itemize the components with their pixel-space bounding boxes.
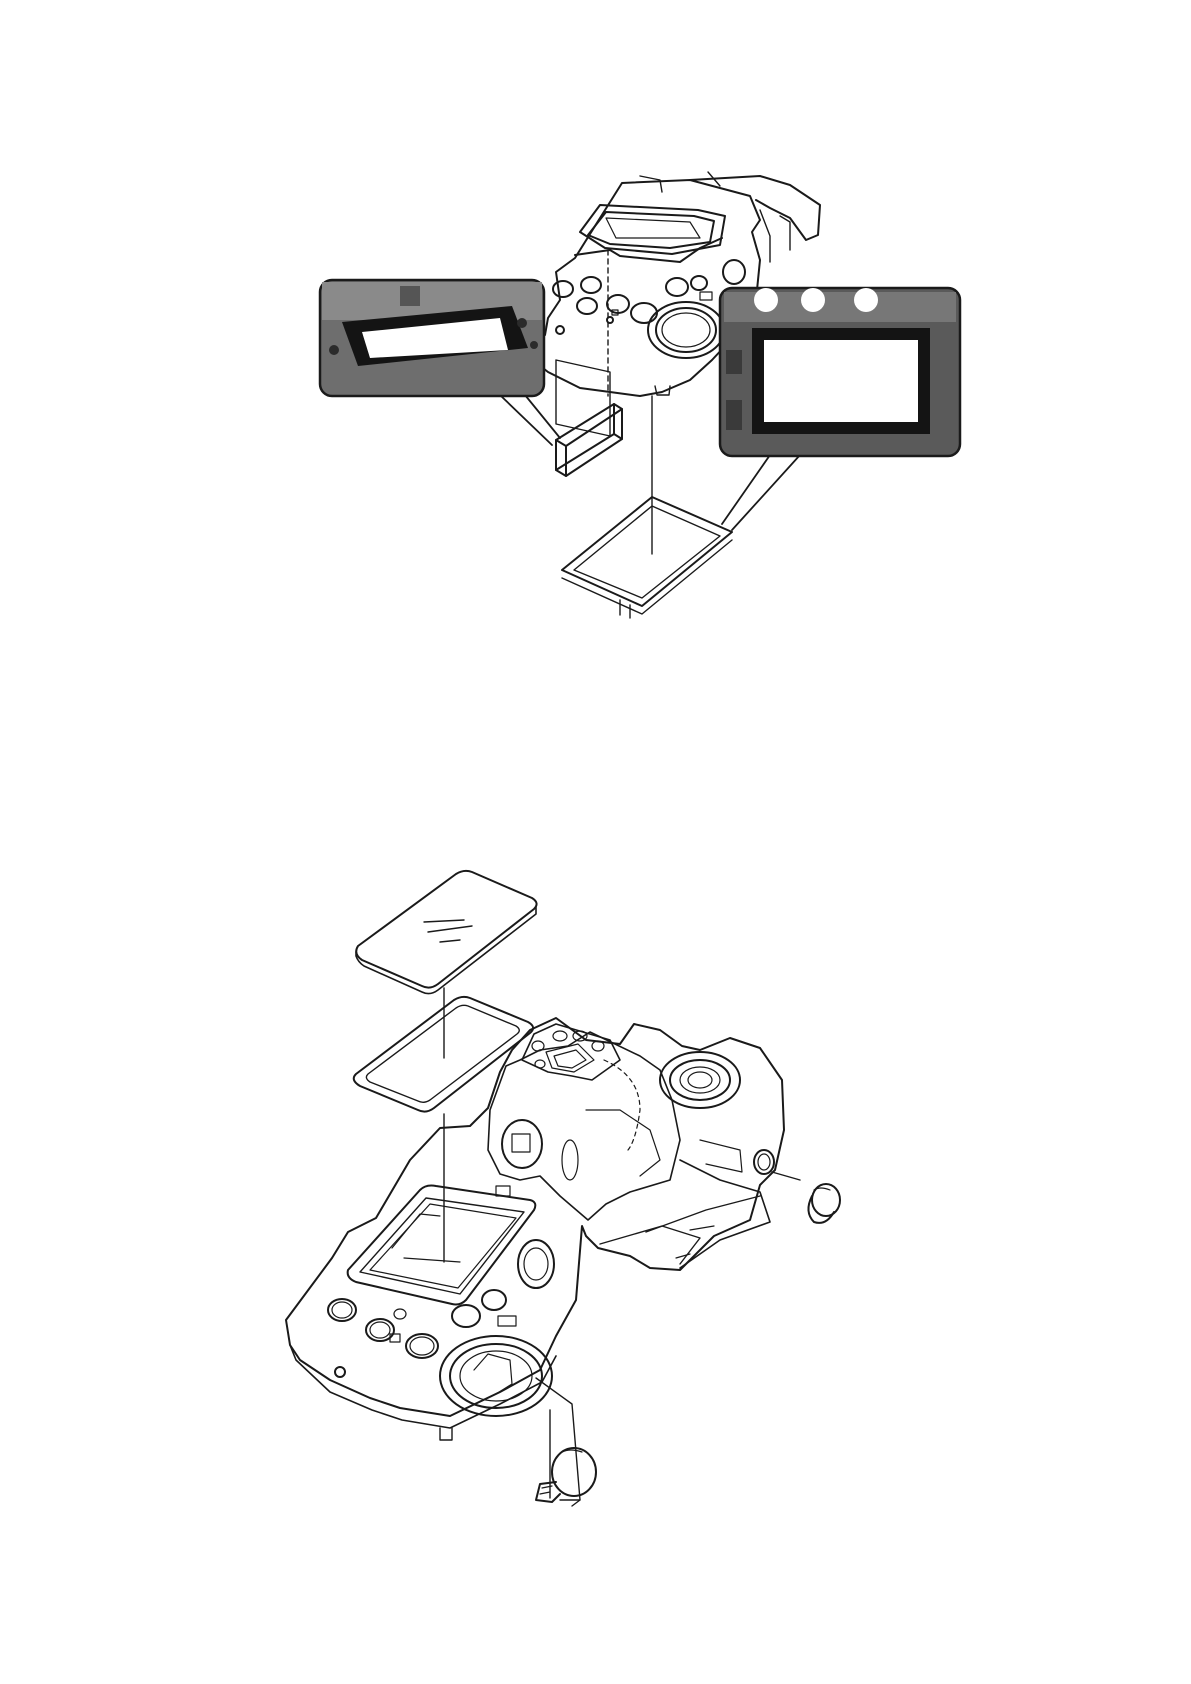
lcd-window-glass [356, 871, 537, 994]
round-cap [772, 1172, 840, 1223]
lcd-foam-photo [720, 288, 960, 456]
lcd-window-gasket [354, 988, 533, 1262]
small-window-gasket [556, 250, 622, 476]
lcd-gasket [562, 396, 732, 618]
upper-exploded-view [320, 172, 960, 618]
viewfinder-foam-photo [320, 280, 544, 396]
top-cover-assembly [286, 1018, 784, 1506]
release-lever-cap [536, 1448, 596, 1502]
lower-exploded-view [286, 871, 840, 1506]
